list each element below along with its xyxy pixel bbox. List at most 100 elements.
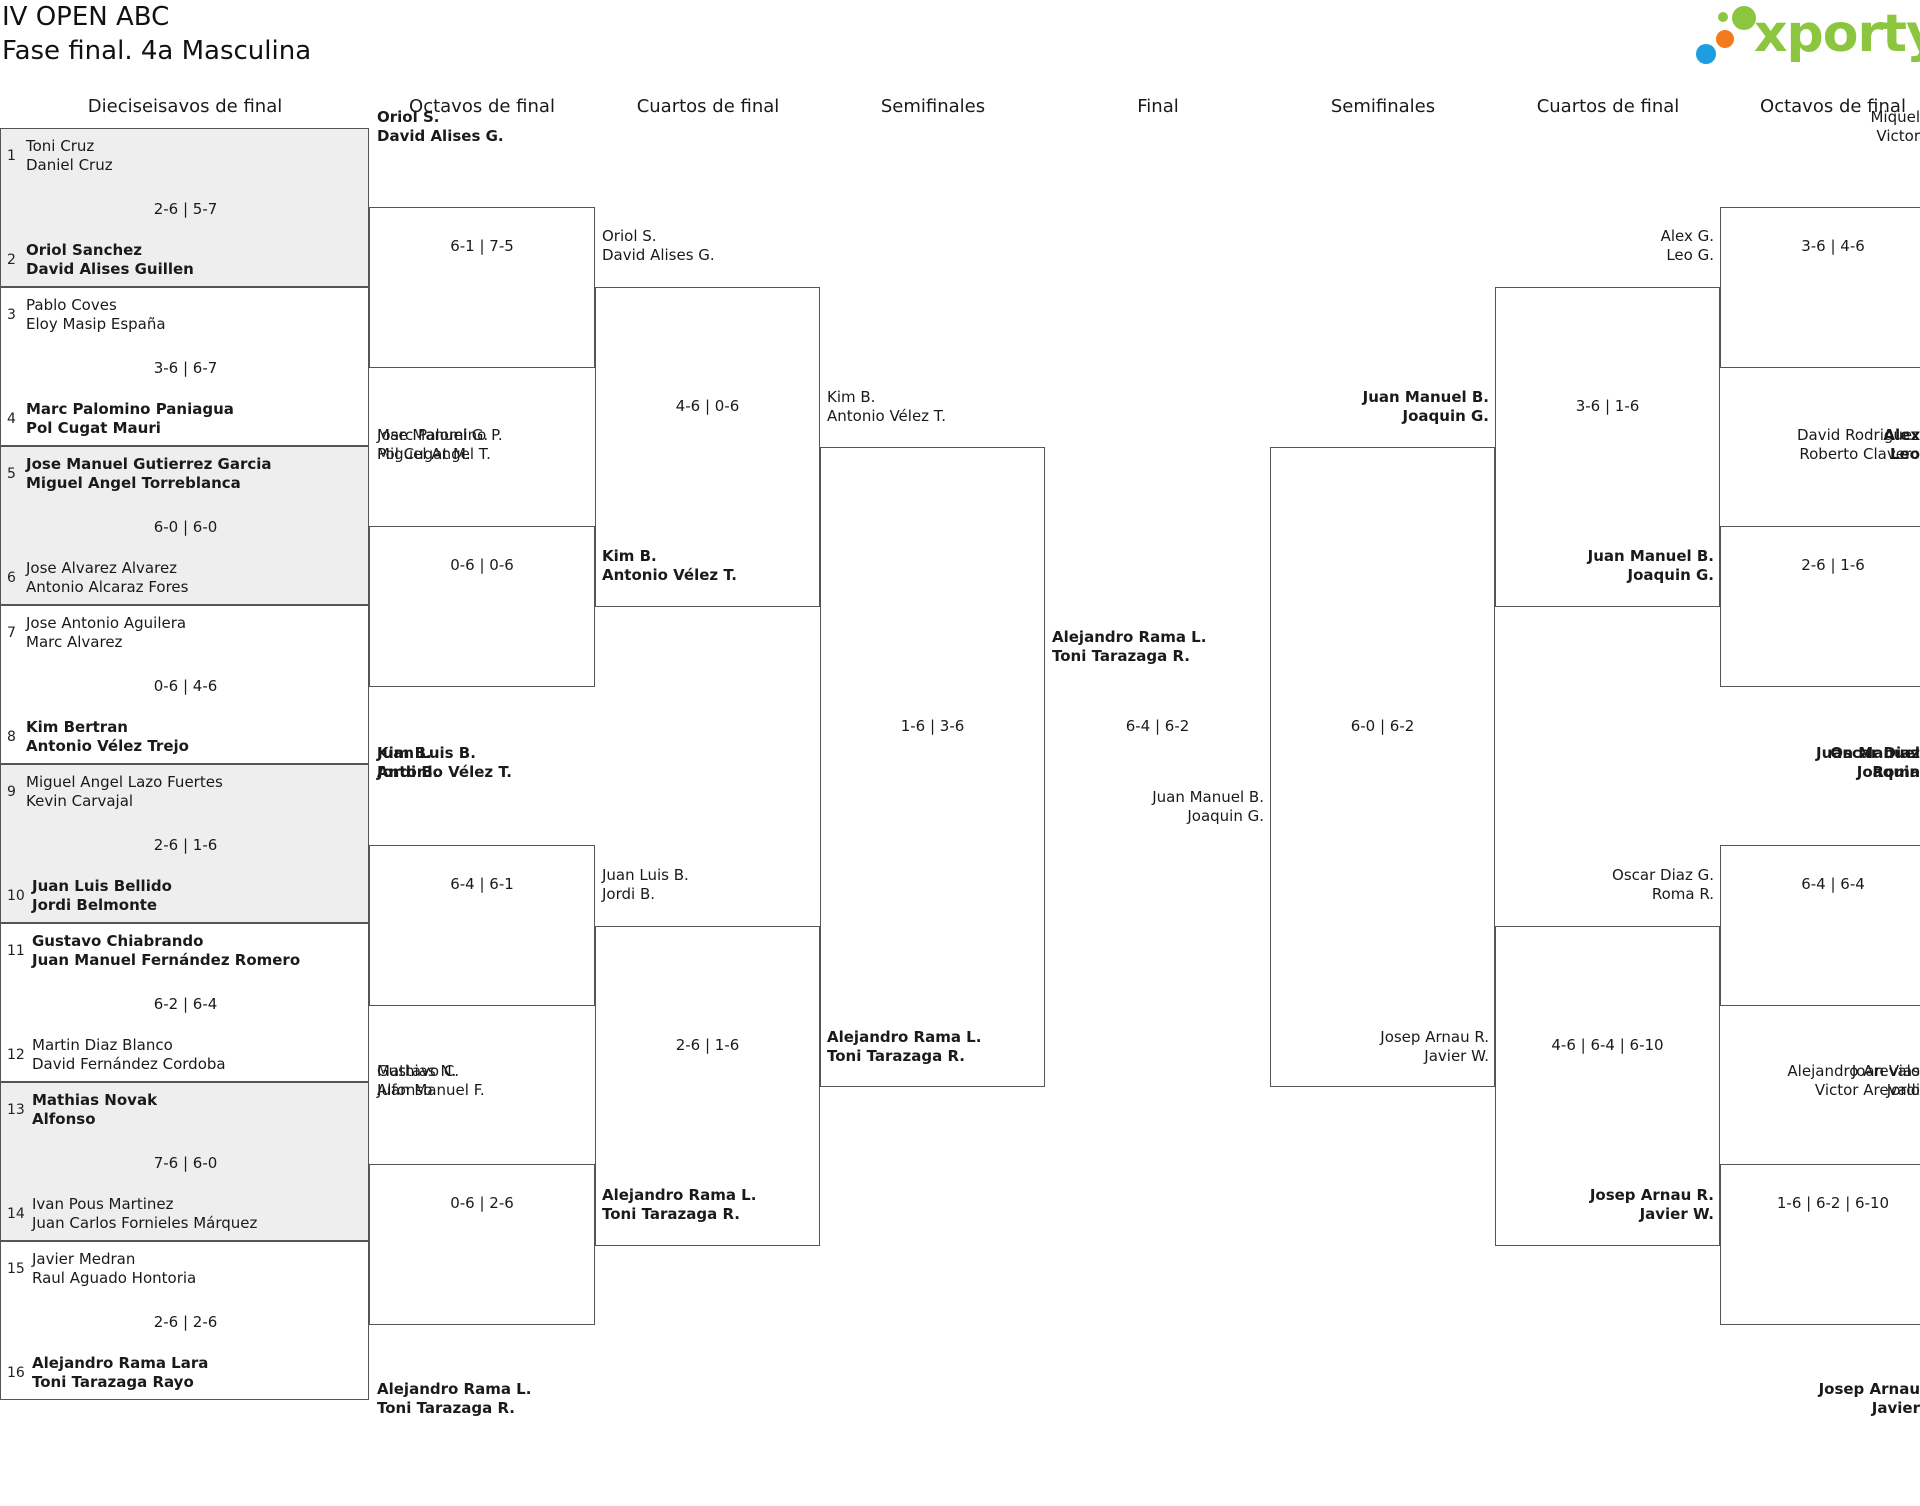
player-name: Alejandro Rama L. [827, 1028, 982, 1046]
match-score: 0-6 | 4-6 [153, 677, 218, 695]
player-name: Kim Bertran [26, 718, 128, 736]
seed-number: 14 [7, 1206, 25, 1222]
player-name: Juan Luis Bellido [32, 877, 172, 895]
player-name: Marc Palomino Paniagua [26, 400, 234, 418]
player-name: Alejandro Rama Lara [32, 1354, 209, 1372]
player-name: Miguel Angel Lazo Fuertes [26, 773, 223, 791]
team-name: Juan Luis B.Jordi B. [377, 744, 476, 782]
player-name: Juan Manuel B. [1152, 788, 1264, 806]
player-name: Juan Manuel [1815, 744, 1920, 762]
player-name: Oriol Sanchez [26, 241, 143, 259]
player-name: Miquel [1870, 108, 1920, 126]
match-score: 2-6 | 1-6 [1801, 556, 1865, 574]
seed-number: 5 [7, 466, 16, 482]
bracket-line-r16 [369, 207, 595, 368]
player-name: Kevin Carvajal [26, 792, 134, 810]
player-name: Toni Tarazaga R. [602, 1205, 740, 1223]
player-name: Alejandro Rama L. [377, 1380, 532, 1398]
match-score: 2-6 | 1-6 [675, 1036, 740, 1054]
seed-number: 13 [7, 1102, 25, 1118]
bracket-line-r16-right [1720, 526, 1920, 687]
player-name: Marc Palomino P. [377, 426, 503, 444]
match-score: 3-6 | 4-6 [1801, 237, 1865, 255]
team-name: Mathias N.Alfonso [377, 1062, 456, 1100]
player-name: Mathias Novak [32, 1091, 158, 1109]
player-name: Alfonso [32, 1110, 96, 1128]
phase-title: Fase final. 4a Masculina [2, 36, 312, 66]
seed-number: 8 [7, 729, 16, 745]
player-name: Martin Diaz Blanco [32, 1036, 173, 1054]
team-name: Alejandro Rama L.Toni Tarazaga R. [1052, 628, 1206, 666]
player-name: Alex [1883, 426, 1920, 444]
round-header: Semifinales [880, 96, 986, 117]
match-score: 6-4 | 6-4 [1801, 875, 1865, 893]
player-name: Raul Aguado Hontoria [32, 1269, 197, 1287]
player-name: Javier [1871, 1399, 1920, 1417]
player-name: Antonio Vélez T. [827, 407, 946, 425]
logo-dot-blue [1696, 44, 1716, 64]
player-name: Juan Manuel B. [1587, 547, 1714, 565]
player-name: Toni Tarazaga R. [1052, 647, 1190, 665]
seed-number: 16 [7, 1365, 25, 1381]
match-score: 0-6 | 0-6 [450, 556, 514, 574]
player-name: Josep Arnau R. [1589, 1186, 1714, 1204]
team-name: Josep Arnau R.Javier W. [1454, 1186, 1714, 1224]
player-name: David Alises Guillen [26, 260, 194, 278]
player-name: Antonio Vélez Trejo [26, 737, 189, 755]
seed-number: 12 [7, 1047, 25, 1063]
player-name: Jose Antonio Aguilera [26, 614, 187, 632]
player-name: Kim B. [602, 547, 657, 565]
player-name: Jose Alvarez Alvarez [26, 559, 178, 577]
bracket-line-r16 [369, 845, 595, 1006]
tournament-title: IV OPEN ABC [2, 2, 170, 32]
player-name: Victor Arevalo [1814, 1081, 1920, 1099]
bracket-line-r16 [369, 526, 595, 687]
match-score: 0-6 | 2-6 [450, 1194, 514, 1212]
player-name: Javier W. [1639, 1205, 1714, 1223]
match-score: 6-0 | 6-0 [153, 518, 218, 536]
player-name: David Alises G. [602, 246, 715, 264]
bracket-line-r16-right [1720, 845, 1920, 1006]
player-name: Toni Tarazaga Rayo [32, 1373, 194, 1391]
player-name: Roma [1872, 763, 1920, 781]
player-name: Toni Tarazaga R. [377, 1399, 515, 1417]
seed-number: 1 [7, 148, 16, 164]
match-score: 1-6 | 6-2 | 6-10 [1776, 1194, 1890, 1212]
player-name: Alejandro Rama L. [1052, 628, 1207, 646]
player-name: Toni Cruz [26, 137, 95, 155]
player-name: Ivan Pous Martinez [32, 1195, 174, 1213]
player-name: Joaquin [1856, 763, 1920, 781]
team-name: Oscar Diaz G.Roma R. [1454, 866, 1714, 904]
team-name: Oriol S.David Alises G. [602, 227, 715, 265]
player-name: Toni Tarazaga R. [827, 1047, 965, 1065]
player-name: Marc Alvarez [26, 633, 123, 651]
player-name: Josep Arnau [1818, 1380, 1920, 1398]
player-name: Juan Carlos Fornieles Márquez [32, 1214, 258, 1232]
team-name: Juan Manuel B.Joaquin G. [1454, 547, 1714, 585]
team-name: Alejandro Rama L.Toni Tarazaga R. [602, 1186, 756, 1224]
player-name: Javier Medran [32, 1250, 136, 1268]
player-name: Alfonso [377, 1081, 433, 1099]
player-name: Pol Cugat Mauri [26, 419, 161, 437]
round-header: Semifinales [1330, 96, 1436, 117]
logo-dot-small-green [1718, 12, 1728, 22]
player-name: Gustavo C. [377, 1062, 460, 1080]
player-name: Daniel Cruz [26, 156, 113, 174]
player-name: Oriol S. [377, 108, 440, 126]
player-name: Jose Manuel Gutierrez Garcia [26, 455, 272, 473]
